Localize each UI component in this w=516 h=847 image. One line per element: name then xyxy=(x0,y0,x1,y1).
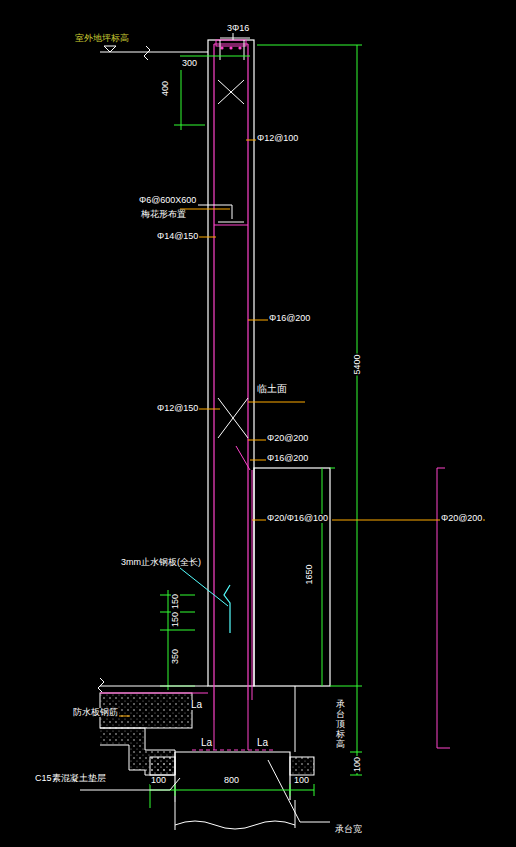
drawing-label: Φ12@150 xyxy=(156,404,199,413)
drawing-label: 150 xyxy=(171,593,180,610)
drawing-label: Φ20@200 xyxy=(440,514,483,523)
drawing-label: Φ14@150 xyxy=(156,232,199,241)
drawing-label: 800 xyxy=(223,776,240,785)
drawing-label: Φ20@200 xyxy=(266,434,309,443)
drawing-label: Φ16@200 xyxy=(266,454,309,463)
drawing-label: 室外地坪标高 xyxy=(74,34,130,43)
drawing-label: 100 xyxy=(293,776,310,785)
drawing-label: 承台顶标高 xyxy=(335,700,346,749)
drawing-label: 防水板钢筋 xyxy=(72,708,119,717)
drawing-label: 300 xyxy=(181,59,198,68)
drawing-label: 临土面 xyxy=(256,384,288,394)
drawing-label: La xyxy=(200,738,213,748)
drawing-label: 150 xyxy=(171,611,180,628)
drawing-label: Φ12@100 xyxy=(256,134,299,143)
drawing-label: La xyxy=(190,700,203,710)
drawing-label: 3Φ16 xyxy=(226,24,250,33)
drawing-label: 1650 xyxy=(305,563,314,585)
drawing-label: La xyxy=(256,738,269,748)
drawing-label: Φ20/Φ16@100 xyxy=(266,514,329,523)
drawing-label: 350 xyxy=(171,648,180,665)
drawing-label: 400 xyxy=(161,80,170,97)
drawing-label: 承台宽 xyxy=(334,825,363,834)
drawing-label: 梅花形布置 xyxy=(140,210,187,219)
drawing-label: 100 xyxy=(353,756,362,773)
drawing-label: Φ6@600X600 xyxy=(138,196,197,205)
drawing-label: C15素混凝土垫层 xyxy=(34,774,107,783)
drawing-label: 3mm止水钢板(全长) xyxy=(120,558,202,567)
drawing-label: 5400 xyxy=(353,353,362,375)
drawing-label: 100 xyxy=(150,776,167,785)
drawing-label: Φ16@200 xyxy=(268,314,311,323)
